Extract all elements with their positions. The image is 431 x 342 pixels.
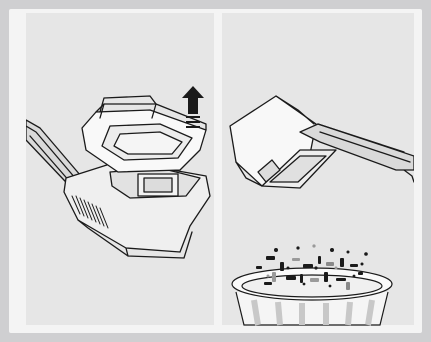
vacuum-lift-drawing [26, 96, 210, 258]
container-tilted-drawing [230, 96, 414, 188]
trash-bin-icon [232, 268, 392, 325]
